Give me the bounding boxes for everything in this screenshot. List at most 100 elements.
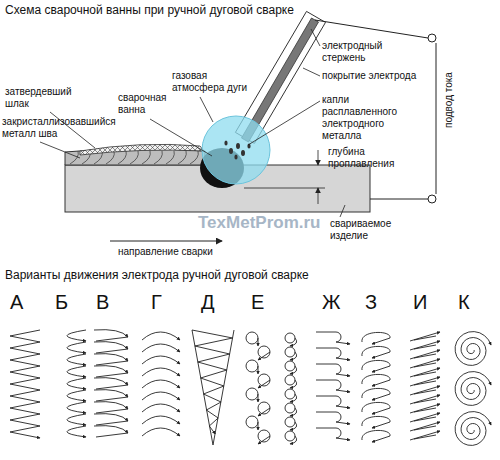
motion-stroke: [410, 386, 440, 395]
motion-stroke: [142, 428, 180, 436]
dimension-arrow: [318, 150, 319, 165]
motion-stroke: [10, 330, 40, 438]
motion-stroke: [142, 380, 180, 388]
arc-gas-atmosphere: [202, 116, 270, 184]
motion-stroke: [67, 426, 86, 437]
motion-stroke: [258, 408, 270, 416]
motion-stroke: [94, 366, 128, 373]
supply-wire: [315, 20, 428, 38]
motion-stroke: [246, 416, 258, 428]
motion-stroke: [414, 381, 436, 385]
leader-line: [40, 142, 80, 158]
motion-stroke: [410, 413, 440, 422]
motion-stroke: [455, 372, 491, 406]
part-label: газовая атмосфера дуги: [172, 70, 256, 94]
motion-stroke: [96, 337, 128, 341]
motion-stroke: [410, 350, 440, 359]
motion-stroke: [258, 380, 270, 388]
supply-wire: [370, 199, 428, 200]
pattern-letter: К: [458, 290, 470, 314]
motion-stroke: [96, 361, 128, 365]
motion-stroke: [142, 332, 180, 340]
section-heading: Варианты движения электрода ручной дугов…: [5, 268, 309, 282]
motion-stroke: [285, 333, 295, 343]
motion-stroke: [414, 363, 436, 367]
motion-stroke: [67, 414, 86, 425]
leader-line: [303, 68, 320, 76]
motion-stroke: [290, 380, 297, 388]
motion-stroke: [258, 422, 259, 430]
bead-ripple: [190, 151, 198, 164]
pattern-letter: Г: [151, 290, 162, 314]
motion-stroke: [410, 368, 440, 377]
part-label: свариваемое изделие: [330, 218, 410, 242]
droplet: [229, 148, 233, 154]
motion-stroke: [96, 349, 128, 353]
motion-stroke: [67, 378, 86, 389]
pattern-letter: Ж: [322, 290, 340, 314]
direction-arrow: [110, 241, 222, 242]
motion-stroke: [192, 330, 233, 434]
part-label: покрытие электрода: [322, 70, 422, 82]
bead-ripple: [118, 151, 126, 164]
motion-stroke: [290, 366, 297, 374]
motion-stroke: [258, 352, 270, 360]
motion-stroke: [414, 417, 436, 421]
motion-stroke: [258, 338, 259, 346]
motion-stroke: [246, 332, 258, 344]
motion-stroke: [362, 360, 390, 372]
diagram-title: Схема сварочной ванны при ручной дуговой…: [5, 3, 294, 17]
motion-stroke: [67, 366, 86, 377]
motion-stroke: [455, 412, 491, 446]
watermark: TexMetProm.ru: [198, 213, 321, 233]
motion-stroke: [67, 402, 86, 413]
motion-stroke: [290, 352, 297, 360]
motion-stroke: [67, 330, 86, 341]
motion-stroke: [142, 344, 180, 352]
motion-stroke: [285, 403, 295, 413]
part-label: направление сварки: [118, 246, 213, 258]
motion-stroke: [290, 436, 297, 444]
motion-stroke: [258, 394, 259, 402]
pattern-letter: З: [365, 290, 377, 314]
pattern-letter: И: [413, 290, 427, 314]
motion-stroke: [94, 330, 128, 337]
motion-stroke: [192, 330, 213, 445]
bead-ripple: [154, 151, 162, 164]
motion-stroke: [414, 345, 436, 349]
motion-stroke: [362, 374, 390, 386]
motion-stroke: [362, 430, 390, 442]
motion-stroke: [67, 390, 86, 401]
motion-stroke: [414, 408, 436, 412]
motion-stroke: [316, 364, 336, 365]
metal-droplets: [224, 140, 250, 159]
bead-ripple: [178, 151, 186, 164]
motion-stroke: [316, 332, 336, 333]
motion-stroke: [142, 416, 180, 424]
motion-stroke: [96, 385, 128, 389]
motion-stroke: [336, 364, 350, 376]
motion-stroke: [94, 354, 128, 361]
pattern-letter: А: [10, 290, 23, 314]
terminal: [428, 195, 436, 203]
motion-stroke: [316, 348, 336, 349]
motion-stroke: [336, 428, 350, 440]
leader-line: [311, 29, 320, 46]
motion-stroke: [316, 396, 336, 397]
motion-stroke: [94, 414, 128, 421]
leader-line: [150, 119, 212, 156]
motion-stroke: [414, 399, 436, 403]
motion-stroke: [410, 341, 440, 350]
motion-stroke: [316, 412, 336, 413]
bead-ripple: [70, 151, 78, 164]
motion-stroke: [258, 436, 270, 444]
part-label: глубина проплавления: [328, 146, 408, 170]
motion-stroke: [336, 332, 350, 344]
motion-stroke: [414, 435, 436, 439]
motion-stroke: [414, 426, 436, 430]
bead-ripple: [106, 151, 114, 164]
solid-slag: [80, 144, 204, 155]
dimension-arrow: [318, 188, 319, 204]
motion-stroke: [316, 380, 336, 381]
motion-stroke: [410, 332, 440, 341]
